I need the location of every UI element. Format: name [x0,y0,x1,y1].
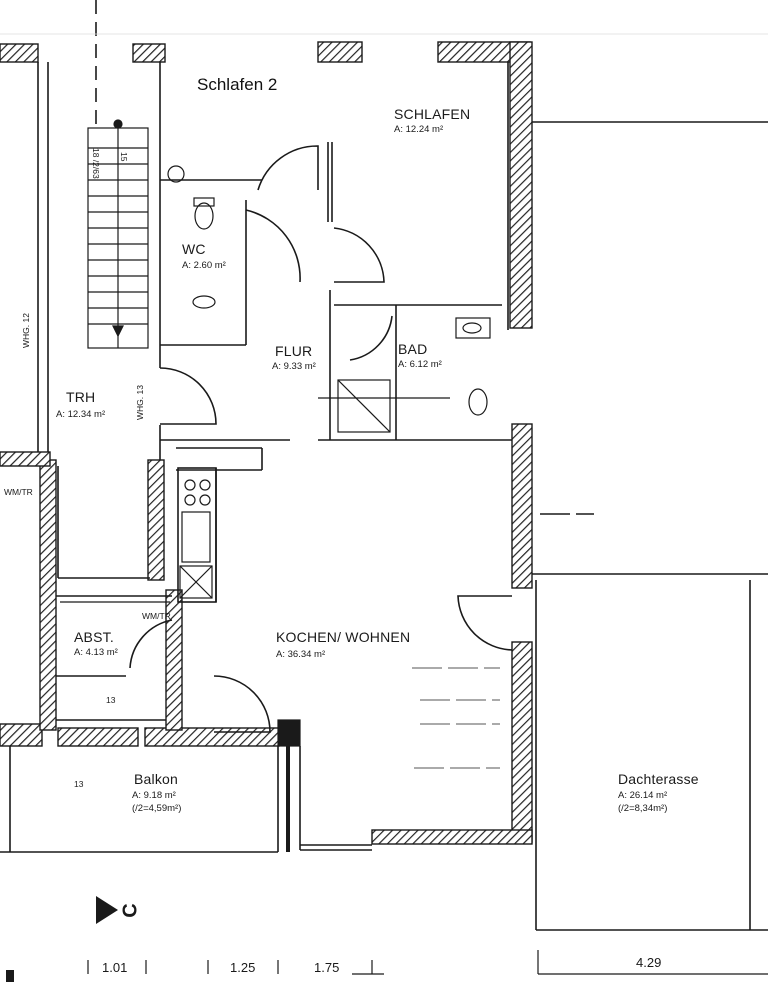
section-marker [6,896,118,982]
apartment-label-whg13: WHG. 13 [135,385,145,420]
room-area-half-dachterasse: (/2=8,34m²) [618,803,668,814]
dimension-1-01: 1.01 [102,960,128,975]
room-area-kochen-wohnen: A: 36.34 m² [276,649,326,660]
doors [129,145,513,733]
kitchen-left-wall [147,459,165,581]
staircase [87,119,149,349]
room-area-half-balkon: (/2=4,59m²) [132,803,182,814]
room-name-trh: TRH [66,389,96,405]
dimension-1-75: 1.75 [314,960,340,975]
dimension-line [87,950,768,975]
room-name-dachterasse: Dachterasse [618,771,699,787]
room-area-abst: A: 4.13 m² [74,647,118,658]
left-wall-abst [39,459,57,731]
bottom-wall-kitchen [371,829,533,845]
door-trh [159,367,217,425]
bottom-wall-left-c [144,727,280,747]
bad-sink [455,317,491,339]
room-area-trh: A: 12.34 m² [56,409,106,420]
room-area-wc: A: 2.60 m² [182,260,226,271]
room-area-bad: A: 6.12 m² [398,359,442,370]
door-balkon [213,675,271,733]
stair-step-count: 18 /2/63 [91,148,101,179]
right-wall-lower [511,641,533,843]
section-marker-letter: C [119,903,142,918]
room-area-dachterasse: A: 26.14 m² [618,790,668,801]
column [277,719,301,747]
top-wall-b [317,41,363,63]
number-label-13a: 13 [106,695,116,705]
shower [337,379,391,433]
room-area-flur: A: 9.33 m² [272,361,316,372]
floor-marks [412,513,594,769]
room-name-balkon: Balkon [134,771,179,787]
room-name-abst: ABST. [74,629,114,645]
wc-toilet [194,202,214,230]
room-area-schlafen: A: 12.24 m² [394,124,444,135]
handwritten-room-label: Schlafen 2 [197,75,278,94]
door-abst [129,619,173,669]
apartment-label-whg12: WHG. 12 [21,313,31,348]
top-wall-left [0,43,39,63]
right-wall-upper [509,41,533,329]
exterior-walls [0,41,533,845]
fixtures [60,165,491,852]
room-name-schlafen: SCHLAFEN [394,106,471,122]
stair-mark-15: 15 [119,152,129,162]
abst-right-wall [165,589,183,731]
bad-toilet [468,388,488,416]
door-bad [349,315,393,361]
room-name-wc: WC [182,241,206,257]
door-terrace [457,595,513,651]
door-flur-schlafen [333,227,385,283]
trh-lower-wall [0,451,51,467]
wmtr-label-left: WM/TR [4,487,33,497]
room-area-balkon: A: 9.18 m² [132,790,176,801]
wc-sink [192,295,216,309]
bottom-wall-left-b [57,727,139,747]
door-wc [245,209,301,283]
room-name-bad: BAD [398,341,428,357]
room-name-kochen-wohnen: KOCHEN/ WOHNEN [276,629,411,645]
dimension-1-25: 1.25 [230,960,256,975]
room-name-flur: FLUR [275,343,313,359]
number-label-13b: 13 [74,779,84,789]
top-wall-a [132,43,166,63]
bottom-wall-left-a [0,723,43,747]
dimension-4-29: 4.29 [636,955,662,970]
door-schlafen [257,145,319,191]
right-wall-mid [511,423,533,589]
wmtr-label-abst: WM/TR [142,611,171,621]
interior-walls [0,0,768,931]
